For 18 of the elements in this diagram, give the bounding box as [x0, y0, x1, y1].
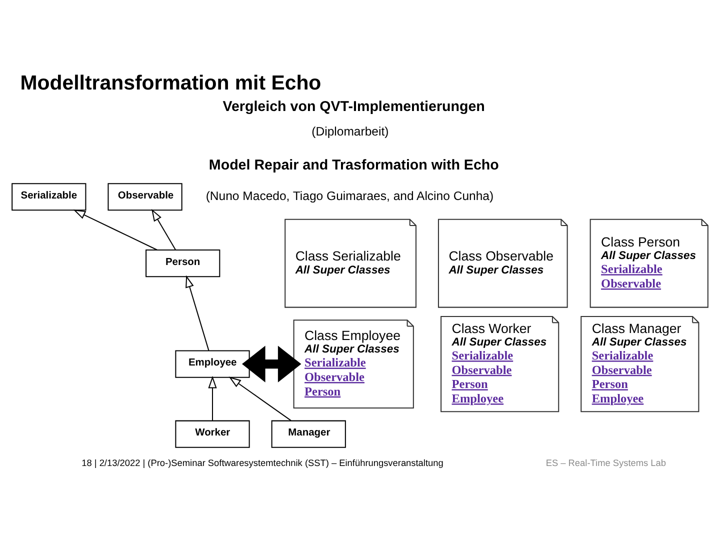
arrow	[242, 345, 302, 382]
arrow	[152, 208, 176, 250]
node-box: Employee	[175, 350, 250, 378]
label: (Nuno Macedo, Tiago Guimaraes, and Alcino Cunha)	[206, 188, 494, 203]
label: ES – Real-Time Systems Lab	[546, 458, 666, 468]
node-box: Manager	[271, 420, 346, 448]
node-box: Observable	[108, 182, 182, 210]
label: Vergleich von QVT-Implementierungen	[222, 98, 485, 115]
diagram-title: Modelltransformation mit Echo	[20, 71, 322, 94]
arrow	[73, 209, 158, 250]
label: Model Repair and Trasformation with Echo	[208, 156, 499, 173]
arrow	[186, 274, 210, 350]
node-box: Person	[146, 249, 220, 277]
label: 18 | 2/13/2022 | (Pro-)Seminar Softwaresystemtechnik (SST) – Einführungsveranstaltung	[82, 458, 444, 468]
node-box: Serializable	[12, 182, 86, 210]
arrow	[208, 375, 217, 420]
label: (Diplomarbeit)	[312, 124, 389, 138]
node-box: Worker	[175, 420, 250, 448]
